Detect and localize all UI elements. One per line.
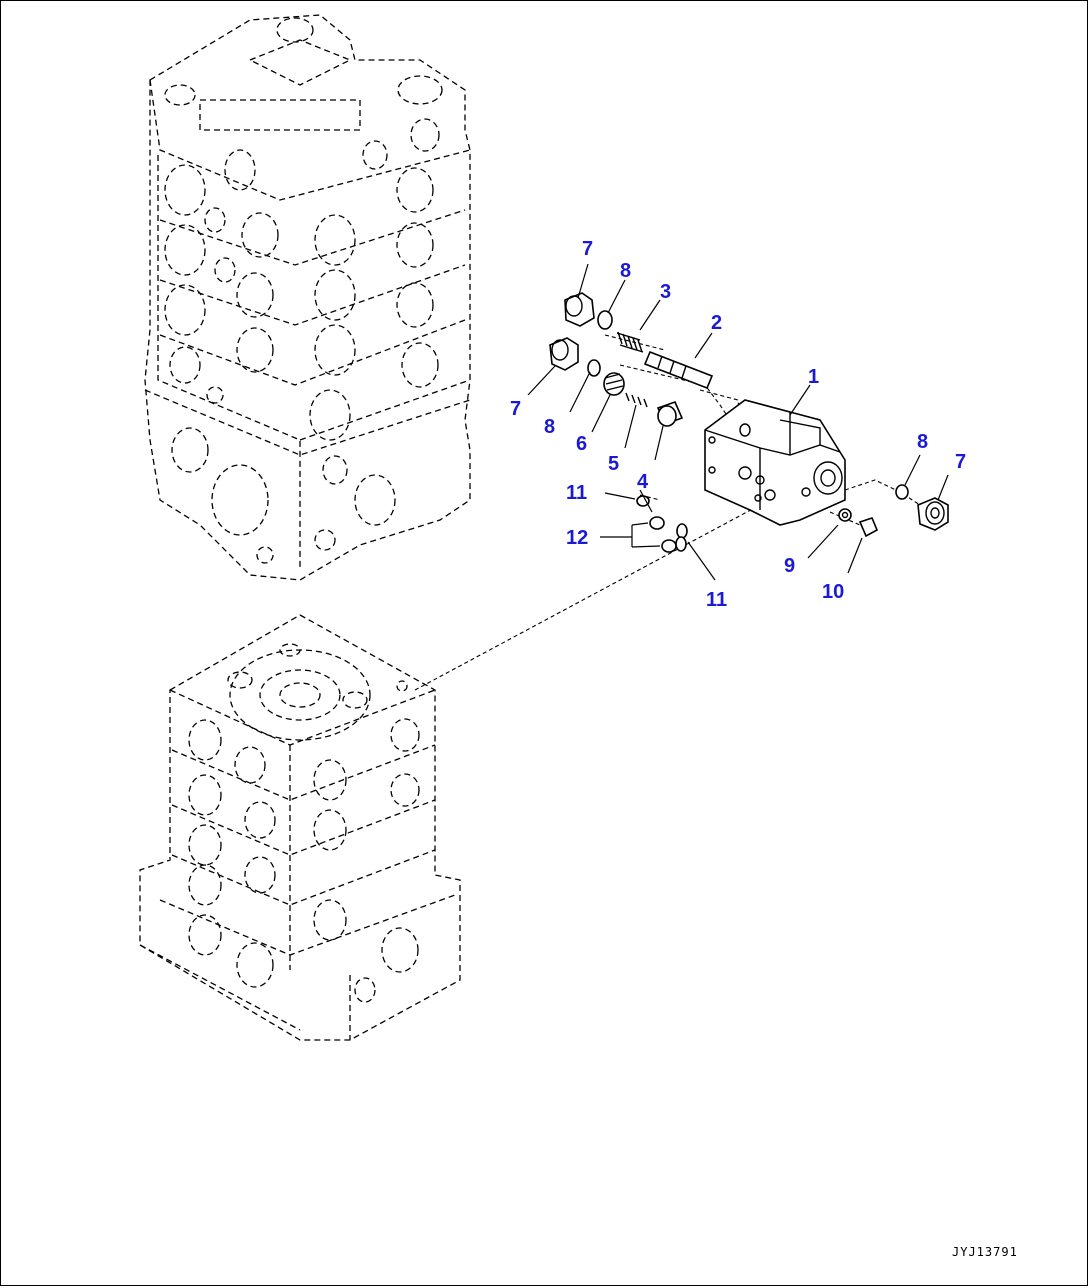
part-10-plug bbox=[858, 517, 879, 538]
callout-8-right: 8 bbox=[917, 431, 928, 453]
part-1-valve-block bbox=[704, 399, 846, 526]
part-11-oring-a bbox=[636, 495, 650, 507]
part-8-oring-upper bbox=[597, 310, 613, 330]
callout-2: 2 bbox=[711, 312, 722, 334]
callout-6: 6 bbox=[576, 433, 587, 455]
part-7-plug-middle bbox=[549, 337, 579, 371]
part-4-piston bbox=[656, 400, 684, 427]
callout-3: 3 bbox=[660, 281, 671, 303]
lower-valve-body bbox=[139, 614, 461, 1041]
part-12-oring-a bbox=[649, 516, 665, 530]
part-7-plug-upper bbox=[564, 292, 595, 327]
callout-8-middle: 8 bbox=[544, 416, 555, 438]
callout-11-bottom: 11 bbox=[706, 589, 727, 611]
part-8-oring-middle bbox=[587, 359, 601, 377]
part-11-oring-b bbox=[676, 523, 688, 539]
part-6-sleeve bbox=[603, 372, 625, 396]
callout-11-left: 11 bbox=[566, 482, 587, 504]
callout-7-upper: 7 bbox=[582, 238, 593, 260]
callout-7-middle: 7 bbox=[510, 398, 521, 420]
part-12-oring-b bbox=[661, 539, 677, 553]
part-7-plug-right bbox=[917, 497, 949, 531]
part-11-oring-c bbox=[675, 536, 687, 552]
part-3-spring bbox=[616, 331, 644, 353]
leader-lines bbox=[527, 263, 949, 581]
part-5-spring bbox=[625, 392, 648, 408]
callout-labels: 1 2 3 4 5 6 7 7 7 8 8 8 9 10 11 11 12 bbox=[510, 238, 966, 611]
figure-code: JYJ13791 bbox=[952, 1245, 1018, 1259]
part-9-plug bbox=[838, 508, 852, 522]
callout-12: 12 bbox=[566, 527, 588, 549]
callout-4: 4 bbox=[637, 471, 649, 493]
part-8-oring-right bbox=[895, 484, 909, 500]
callout-8-upper: 8 bbox=[620, 260, 631, 282]
part-2-spool bbox=[643, 350, 714, 390]
upper-valve-body bbox=[144, 14, 471, 581]
callout-9: 9 bbox=[784, 555, 795, 577]
callout-1: 1 bbox=[808, 366, 819, 388]
callout-5: 5 bbox=[608, 453, 619, 475]
callout-10: 10 bbox=[822, 581, 844, 603]
callout-7-right: 7 bbox=[955, 451, 966, 473]
